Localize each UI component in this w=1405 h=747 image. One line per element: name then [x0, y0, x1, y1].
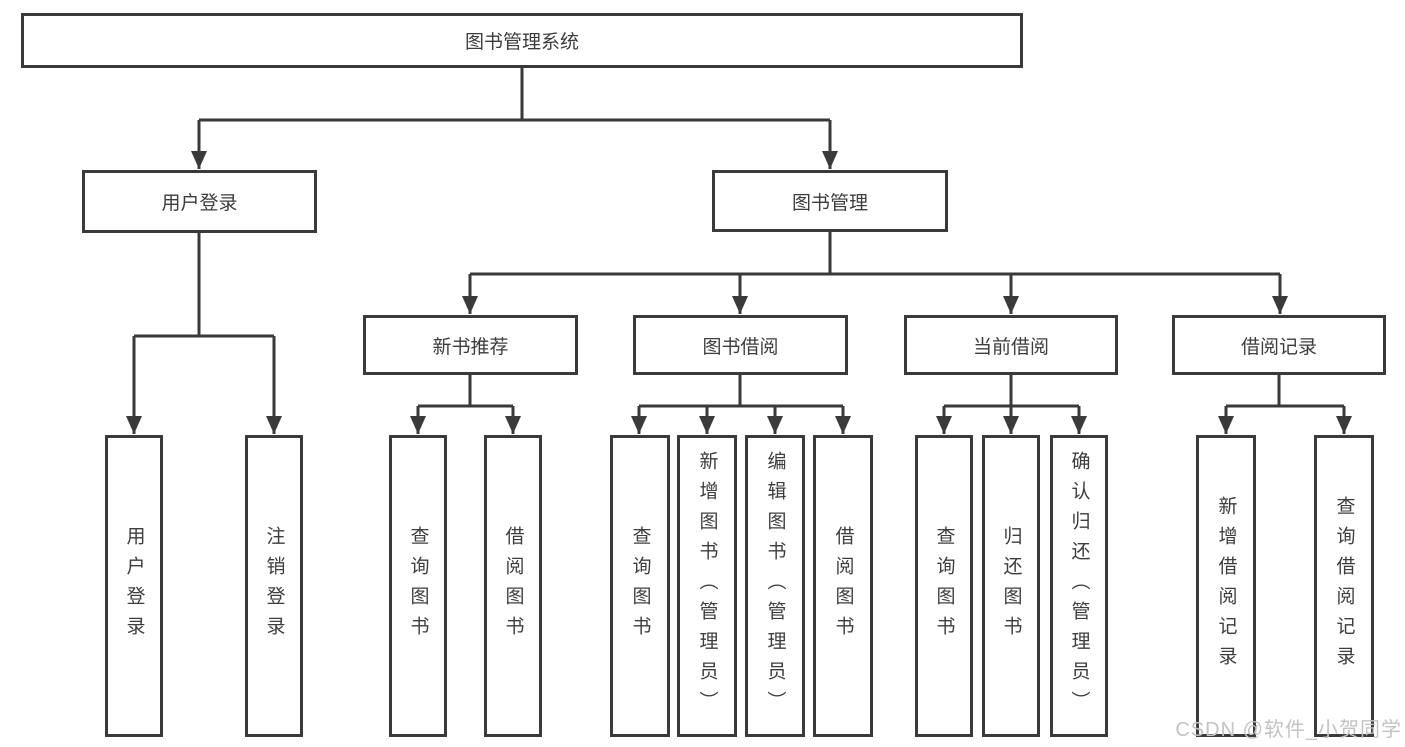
node-label: 编辑图书（管理员）: [764, 451, 786, 721]
node-label: 新书推荐: [432, 336, 509, 358]
node-add-borrow-record: 新增借阅记录: [1196, 435, 1256, 737]
node-new-book-recommendation: 新书推荐: [363, 315, 578, 375]
node-label: 新增图书（管理员）: [696, 451, 718, 721]
connector-trunks: [134, 66, 1344, 408]
node-label: 查询图书: [933, 526, 955, 646]
node-label: 注销登录: [263, 526, 285, 646]
node-label: 用户登录: [123, 526, 145, 646]
node-label: 查询借阅记录: [1333, 496, 1355, 676]
node-label: 归还图书: [1000, 526, 1022, 646]
node-user-login-leaf: 用户登录: [105, 435, 163, 737]
node-label: 图书管理: [791, 192, 868, 214]
node-label: 图书管理系统: [464, 32, 579, 53]
node-label: 新增借阅记录: [1215, 496, 1237, 676]
node-query-books-current: 查询图书: [915, 435, 973, 737]
node-edit-book-admin: 编辑图书（管理员）: [745, 435, 805, 737]
node-label: 查询图书: [629, 526, 651, 646]
node-logout: 注销登录: [245, 435, 303, 737]
node-label: 查询图书: [407, 526, 429, 646]
node-query-books-borrowing: 查询图书: [610, 435, 670, 737]
node-label: 借阅图书: [502, 526, 524, 646]
node-book-borrowing: 图书借阅: [633, 315, 848, 375]
node-add-book-admin: 新增图书（管理员）: [677, 435, 737, 737]
node-confirm-return-admin: 确认归还（管理员）: [1050, 435, 1108, 737]
node-user-login: 用户登录: [82, 170, 317, 233]
node-query-books-recommend: 查询图书: [389, 435, 447, 737]
node-query-borrow-record: 查询借阅记录: [1314, 435, 1374, 737]
node-borrowing-records: 借阅记录: [1172, 315, 1386, 375]
node-label: 借阅图书: [832, 526, 854, 646]
node-borrow-books-recommend: 借阅图书: [484, 435, 542, 737]
node-label: 确认归还（管理员）: [1068, 451, 1090, 721]
node-current-borrowing: 当前借阅: [904, 315, 1118, 375]
node-label: 借阅记录: [1240, 336, 1317, 358]
node-label: 图书借阅: [702, 336, 779, 358]
node-root-library-system: 图书管理系统: [21, 13, 1023, 68]
node-label: 用户登录: [161, 193, 238, 214]
node-return-books: 归还图书: [982, 435, 1040, 737]
node-book-management: 图书管理: [712, 170, 948, 232]
node-borrow-books-borrowing: 借阅图书: [813, 435, 873, 737]
csdn-watermark: CSDN @软件_小贺同学: [1175, 719, 1402, 741]
node-label: 当前借阅: [972, 336, 1049, 358]
